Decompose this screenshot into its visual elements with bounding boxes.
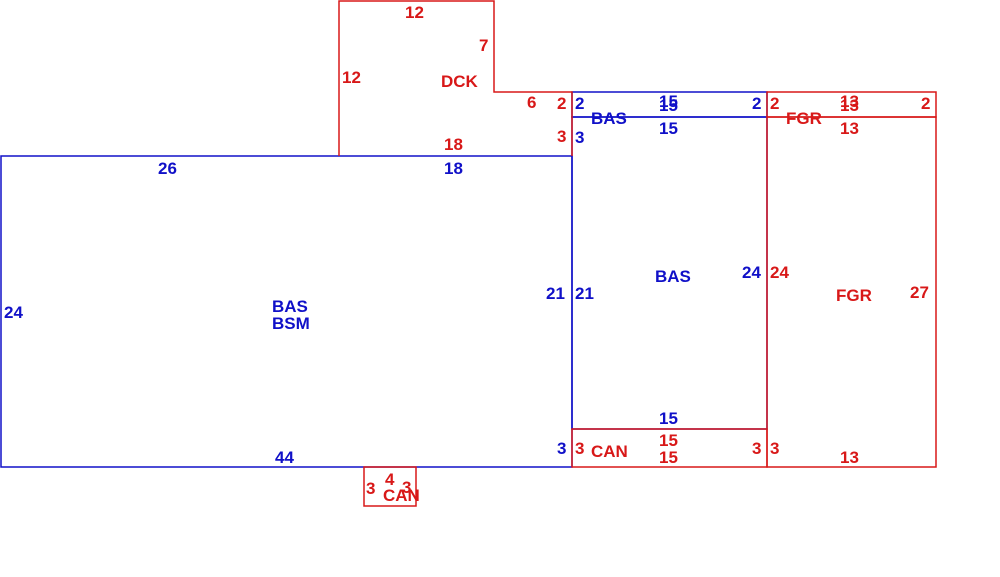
dim-bas-strip-left: 2 — [575, 94, 584, 113]
dim-bas-strip-right: 2 — [752, 94, 761, 113]
dim-fgr-top: 13 — [840, 119, 859, 138]
dim-can-top: 15 — [659, 431, 678, 450]
dim-fgr-strip-top-a: 13 — [840, 92, 859, 111]
dim-bsm-right: 21 — [546, 284, 565, 303]
dim-fgr-strip-right: 2 — [921, 94, 930, 113]
dim-dck-top: 12 — [405, 3, 424, 22]
dim-bas-left: 21 — [575, 284, 594, 303]
dim-can-small-top: 4 — [385, 470, 395, 489]
area-label-can-small: CAN — [383, 486, 420, 505]
dim-bas-bottom: 15 — [659, 409, 678, 428]
dim-fgr-left: 24 — [770, 263, 789, 282]
dim-can-small-right: 3 — [402, 478, 411, 497]
dim-bsm-top-left: 26 — [158, 159, 177, 178]
can-right-outline — [571, 428, 768, 468]
can-small-outline — [363, 466, 417, 507]
dim-can-small-left: 3 — [366, 479, 375, 498]
dim-dck-step-top: 6 — [527, 93, 536, 112]
dim-fgr-strip-left: 2 — [770, 94, 779, 113]
dim-bas-left-small: 3 — [575, 128, 584, 147]
dim-bsm-bottom-right: 3 — [557, 439, 566, 458]
dim-can-right-in: 3 — [752, 439, 761, 458]
dim-can-bottom: 15 — [659, 448, 678, 467]
dim-can-left: 3 — [575, 439, 584, 458]
dim-fgr-strip-top-b: 13 — [840, 96, 859, 115]
dim-bsm-left: 24 — [4, 303, 23, 322]
dim-bas-strip-top-b: 15 — [659, 96, 678, 115]
area-label-bsm: BSM — [272, 314, 310, 333]
dim-bsm-bottom: 44 — [275, 448, 294, 467]
dim-bas-top: 15 — [659, 119, 678, 138]
dim-bas-strip-top-a: 15 — [659, 92, 678, 111]
dck-outline — [338, 0, 573, 156]
dim-fgr-right: 27 — [910, 283, 929, 302]
dim-dck-bottom: 18 — [444, 135, 463, 154]
fgr-outline — [766, 116, 937, 468]
dim-dck-step-right: 2 — [557, 94, 566, 113]
dim-can-right-out: 3 — [770, 439, 779, 458]
area-label-bas-main: BAS — [272, 297, 308, 316]
area-label-bas-strip: BAS — [591, 109, 627, 128]
dim-bsm-top-right: 18 — [444, 159, 463, 178]
area-label-can-right: CAN — [591, 442, 628, 461]
area-label-fgr: FGR — [836, 286, 872, 305]
area-label-dck: DCK — [441, 72, 479, 91]
area-label-bas-room: BAS — [655, 267, 691, 286]
dim-bas-right: 24 — [742, 263, 761, 282]
dim-dck-lower-right: 3 — [557, 127, 566, 146]
dim-dck-right-upper: 7 — [479, 36, 488, 55]
dim-fgr-bottom: 13 — [840, 448, 859, 467]
area-label-fgr-strip: FGR — [786, 109, 822, 128]
dim-dck-left: 12 — [342, 68, 361, 87]
